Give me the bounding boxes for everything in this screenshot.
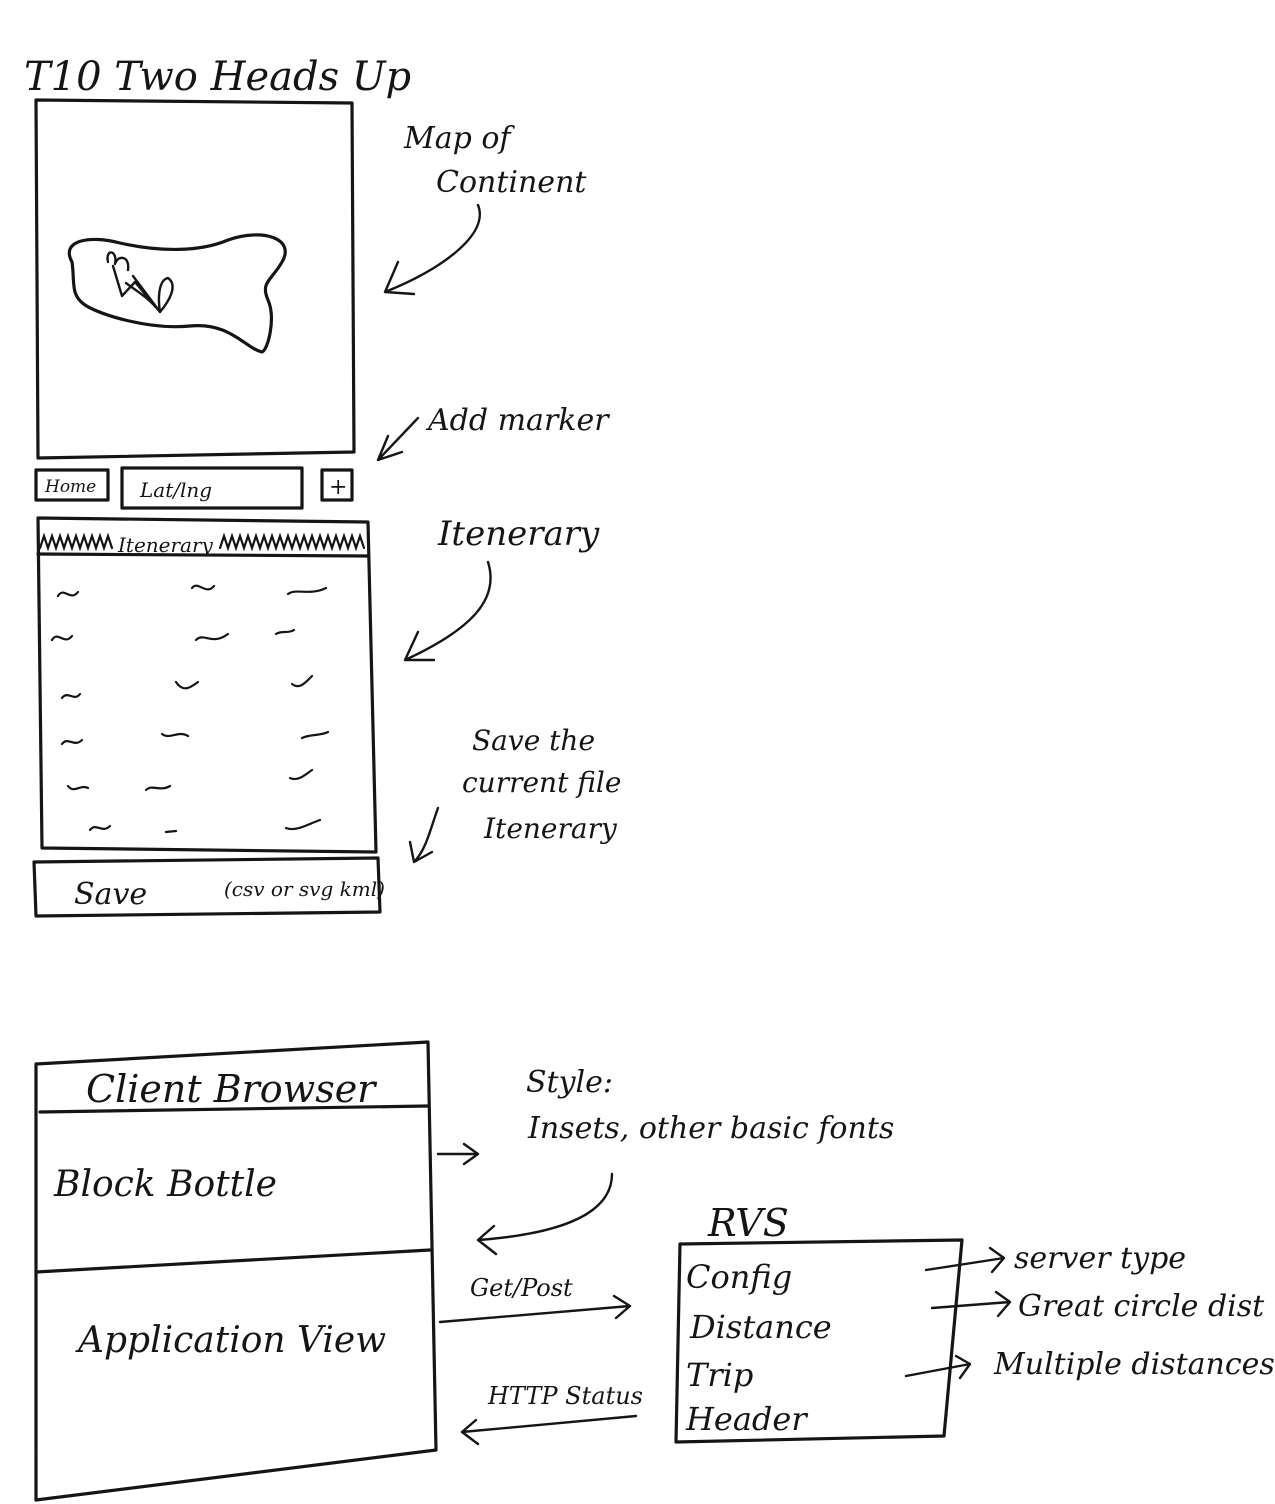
rvs-item-config: Config (686, 1258, 792, 1296)
itinerary-row (60, 674, 314, 700)
rvs-item-header: Header (685, 1400, 808, 1438)
output-multiple-distances: Multiple distances (993, 1347, 1275, 1382)
style-note-body: Insets, other basic fonts (527, 1111, 894, 1146)
great-circle-arrow (930, 1290, 1012, 1318)
server-type-arrow (924, 1246, 1006, 1274)
itinerary-frame (36, 516, 378, 854)
save-button[interactable] (32, 856, 382, 918)
save-note-line-1: Save the (472, 724, 595, 757)
http-status-label: HTTP Status (487, 1382, 643, 1410)
save-note-line-2: current file (462, 766, 621, 799)
save-note-line-3: Itenerary (483, 812, 618, 845)
itinerary-row (56, 584, 328, 598)
rvs-item-distance: Distance (689, 1308, 832, 1346)
route-markers (106, 251, 174, 314)
multiple-distances-arrow (904, 1354, 972, 1380)
style-return-arrow (476, 1172, 614, 1256)
itinerary-note-arrow (403, 560, 492, 662)
add-marker-button[interactable] (320, 468, 354, 502)
rvs-item-trip: Trip (686, 1356, 753, 1394)
wireframe: Map of Continent Add marker Home Lat/lng… (32, 98, 621, 918)
client-browser-box (34, 1040, 438, 1502)
itinerary-header-scribble-left (38, 532, 114, 552)
map-note-line-2: Continent (436, 165, 587, 200)
toolbar: Home Lat/lng + (34, 466, 354, 510)
get-post-arrow (438, 1294, 632, 1324)
add-marker-button-label: + (329, 475, 347, 500)
architecture: Client Browser Block Bottle Application … (34, 1040, 1275, 1502)
client-browser-header: Client Browser (86, 1067, 378, 1111)
rvs-title: RVS (707, 1201, 789, 1245)
http-status-arrow (460, 1414, 638, 1446)
itinerary-row (66, 768, 314, 792)
itinerary-panel: Itenerary (36, 516, 378, 854)
itinerary-row (88, 818, 322, 834)
add-marker-note: Add marker (425, 403, 610, 438)
itinerary-header-divider (36, 552, 370, 558)
save-button-label: Save (74, 877, 147, 912)
style-note-title: Style: (526, 1065, 613, 1100)
client-section-app: Application View (75, 1320, 386, 1361)
map-note-arrow (383, 203, 481, 296)
continent-outline (67, 233, 287, 354)
home-button-label: Home (44, 477, 96, 497)
rvs-box (674, 1238, 964, 1444)
itinerary-header-scribble-right (218, 532, 366, 552)
output-great-circle: Great circle dist (1018, 1289, 1265, 1324)
latlng-placeholder: Lat/lng (139, 478, 212, 502)
itinerary-row (60, 730, 330, 746)
style-arrow (436, 1142, 480, 1166)
client-section-divider (34, 1248, 432, 1274)
itinerary-note: Itenerary (437, 514, 600, 554)
client-header-divider (38, 1104, 430, 1114)
home-button[interactable] (34, 468, 110, 502)
map-note-line-1: Map of (403, 121, 515, 156)
add-marker-arrow (376, 416, 420, 462)
save-note-arrow (408, 806, 440, 864)
latlng-input[interactable] (120, 466, 304, 510)
map-frame (34, 98, 356, 460)
itinerary-row (50, 628, 296, 642)
get-post-label: Get/Post (470, 1274, 573, 1302)
itinerary-rows (50, 584, 330, 834)
page-title: T10 Two Heads Up (24, 54, 411, 100)
client-section-block: Block Bottle (53, 1164, 277, 1205)
save-format-options: (csv or svg kml) (224, 877, 385, 901)
output-server-type: server type (1014, 1241, 1186, 1276)
